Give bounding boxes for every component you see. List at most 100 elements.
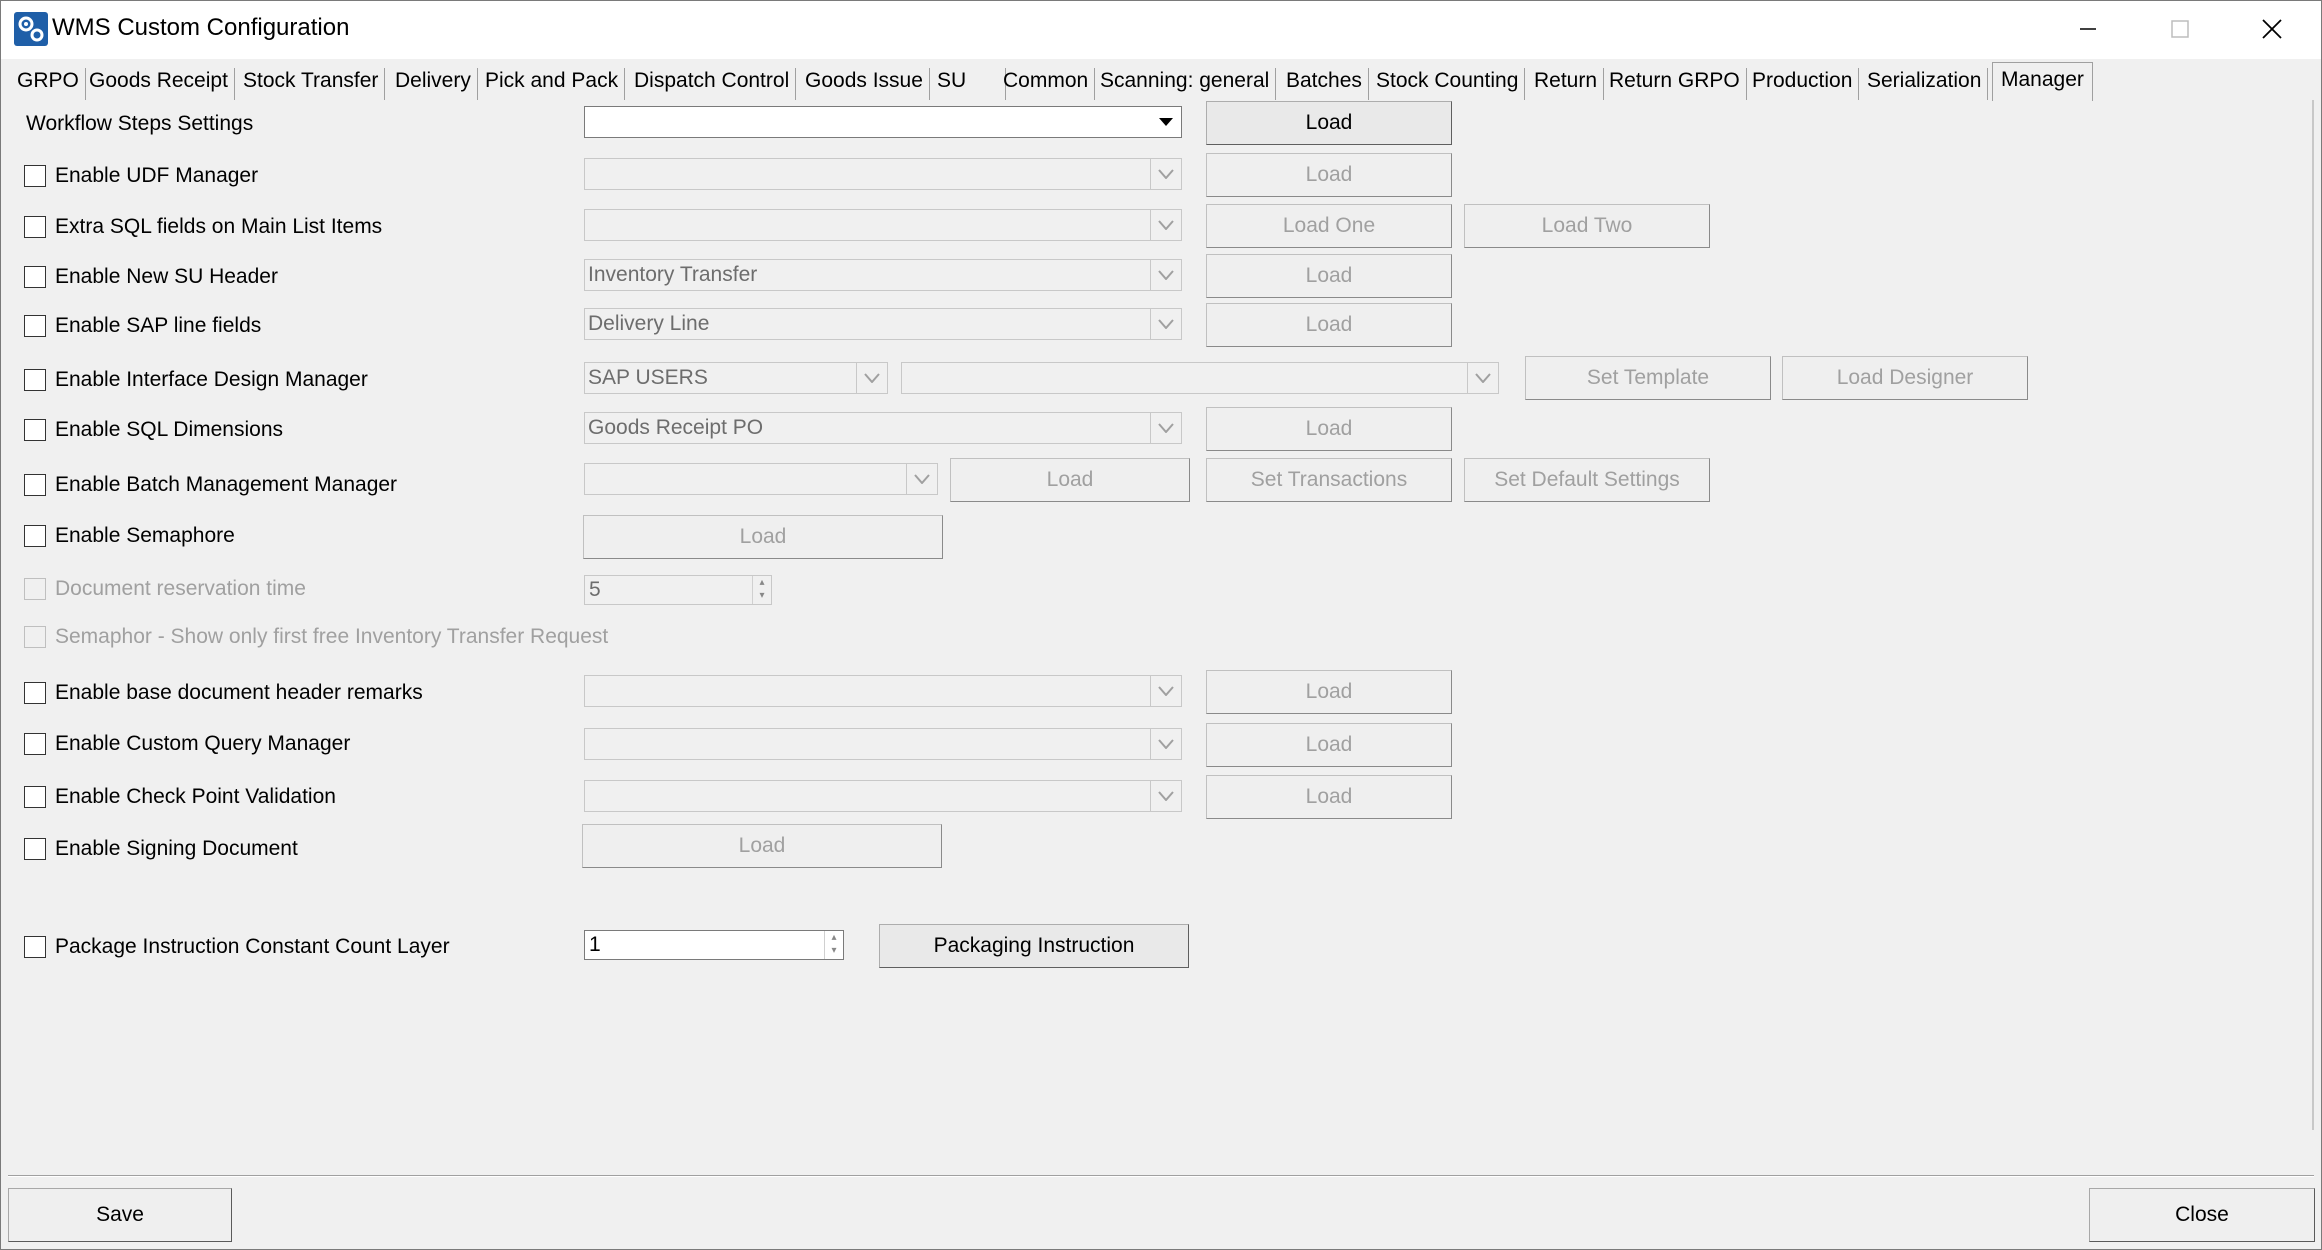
chevron-down-icon[interactable] xyxy=(1150,210,1181,240)
chevron-down-icon[interactable] xyxy=(906,464,937,494)
tab-bar: GRPO Goods Receipt Stock Transfer Delive… xyxy=(1,60,2321,101)
check-point-combo[interactable] xyxy=(584,780,1182,812)
spinner-value: 1 xyxy=(589,933,601,956)
load-two-button[interactable]: Load Two xyxy=(1464,204,1710,248)
extra-sql-checkbox[interactable] xyxy=(24,216,46,238)
semaphore-checkbox[interactable] xyxy=(24,525,46,547)
chevron-down-icon[interactable] xyxy=(1150,260,1181,290)
udf-load-button[interactable]: Load xyxy=(1206,153,1452,197)
extra-sql-combo[interactable] xyxy=(584,209,1182,241)
app-gear-icon xyxy=(14,12,48,46)
check-point-label: Enable Check Point Validation xyxy=(55,785,336,808)
set-default-settings-button[interactable]: Set Default Settings xyxy=(1464,458,1710,502)
interface-design-users-combo[interactable]: SAP USERS xyxy=(584,362,888,394)
new-su-header-checkbox[interactable] xyxy=(24,266,46,288)
check-point-load-button[interactable]: Load xyxy=(1206,775,1452,819)
batch-management-checkbox[interactable] xyxy=(24,474,46,496)
chevron-down-icon[interactable] xyxy=(1150,729,1181,759)
chevron-down-icon[interactable] xyxy=(1150,676,1181,706)
custom-query-label: Enable Custom Query Manager xyxy=(55,732,351,755)
package-instruction-checkbox[interactable] xyxy=(24,936,46,958)
tab-delivery[interactable]: Delivery xyxy=(391,68,478,100)
new-su-header-label: Enable New SU Header xyxy=(55,265,278,288)
combo-value: SAP USERS xyxy=(588,366,708,389)
tab-goods-issue[interactable]: Goods Issue xyxy=(801,68,930,100)
signing-document-label: Enable Signing Document xyxy=(55,837,298,860)
custom-query-load-button[interactable]: Load xyxy=(1206,723,1452,767)
workflow-load-button[interactable]: Load xyxy=(1206,101,1452,145)
load-one-button[interactable]: Load One xyxy=(1206,204,1452,248)
sql-dimensions-combo[interactable]: Goods Receipt PO xyxy=(584,412,1182,444)
interface-design-checkbox[interactable] xyxy=(24,369,46,391)
load-designer-button[interactable]: Load Designer xyxy=(1782,356,2028,400)
new-su-header-load-button[interactable]: Load xyxy=(1206,254,1452,298)
tab-return-grpo[interactable]: Return GRPO xyxy=(1605,68,1747,100)
sap-line-combo[interactable]: Delivery Line xyxy=(584,308,1182,340)
chevron-down-icon[interactable] xyxy=(1150,309,1181,339)
check-point-checkbox[interactable] xyxy=(24,786,46,808)
spinner-arrows-icon[interactable]: ▴▾ xyxy=(824,931,843,959)
custom-query-combo[interactable] xyxy=(584,728,1182,760)
tab-serialization[interactable]: Serialization xyxy=(1863,68,1989,100)
combo-value: Inventory Transfer xyxy=(588,263,758,286)
set-template-button[interactable]: Set Template xyxy=(1525,356,1771,400)
custom-query-checkbox[interactable] xyxy=(24,733,46,755)
close-button[interactable]: Close xyxy=(2089,1188,2315,1242)
chevron-down-icon[interactable] xyxy=(1150,159,1181,189)
tab-stock-transfer[interactable]: Stock Transfer xyxy=(239,68,386,100)
set-transactions-button[interactable]: Set Transactions xyxy=(1206,458,1452,502)
tab-common[interactable]: Common xyxy=(999,68,1096,100)
minimize-icon[interactable] xyxy=(2042,0,2134,58)
signing-document-load-button[interactable]: Load xyxy=(582,824,942,868)
interface-design-template-combo[interactable] xyxy=(901,362,1499,394)
spinner-arrows-icon[interactable]: ▴▾ xyxy=(752,576,771,604)
close-window-icon[interactable] xyxy=(2226,0,2318,58)
signing-document-checkbox[interactable] xyxy=(24,838,46,860)
spinner-value: 5 xyxy=(589,578,601,601)
package-instruction-label: Package Instruction Constant Count Layer xyxy=(55,935,450,958)
tab-batches[interactable]: Batches xyxy=(1282,68,1369,100)
base-doc-remarks-load-button[interactable]: Load xyxy=(1206,670,1452,714)
tab-scanning-general[interactable]: Scanning: general xyxy=(1096,68,1277,100)
tab-goods-receipt[interactable]: Goods Receipt xyxy=(85,68,235,100)
semaphore-label: Enable Semaphore xyxy=(55,524,235,547)
maximize-icon[interactable] xyxy=(2134,0,2226,58)
doc-reservation-checkbox[interactable] xyxy=(24,578,46,600)
tab-stock-counting[interactable]: Stock Counting xyxy=(1372,68,1526,100)
combo-value: Goods Receipt PO xyxy=(588,416,764,439)
chevron-down-icon[interactable] xyxy=(1150,413,1181,443)
chevron-down-icon[interactable] xyxy=(1467,363,1498,393)
save-button[interactable]: Save xyxy=(8,1188,232,1242)
tab-pick-and-pack[interactable]: Pick and Pack xyxy=(481,68,626,100)
chevron-down-icon[interactable] xyxy=(856,363,887,393)
base-doc-remarks-combo[interactable] xyxy=(584,675,1182,707)
sap-line-load-button[interactable]: Load xyxy=(1206,303,1452,347)
workflow-steps-combo[interactable] xyxy=(584,106,1182,138)
chevron-down-icon[interactable] xyxy=(1150,107,1181,137)
content-border xyxy=(2312,100,2314,1130)
sql-dimensions-load-button[interactable]: Load xyxy=(1206,407,1452,451)
batch-load-button[interactable]: Load xyxy=(950,458,1190,502)
new-su-header-combo[interactable]: Inventory Transfer xyxy=(584,259,1182,291)
tab-production[interactable]: Production xyxy=(1748,68,1860,100)
packaging-instruction-button[interactable]: Packaging Instruction xyxy=(879,924,1189,968)
doc-reservation-label: Document reservation time xyxy=(55,577,306,600)
tab-grpo[interactable]: GRPO xyxy=(13,68,86,100)
footer-separator xyxy=(8,1175,2314,1177)
batch-management-combo[interactable] xyxy=(584,463,938,495)
semaphor-first-free-checkbox[interactable] xyxy=(24,626,46,648)
window-title: WMS Custom Configuration xyxy=(52,14,350,41)
sql-dimensions-checkbox[interactable] xyxy=(24,419,46,441)
chevron-down-icon[interactable] xyxy=(1150,781,1181,811)
tab-return[interactable]: Return xyxy=(1530,68,1605,100)
base-doc-remarks-checkbox[interactable] xyxy=(24,682,46,704)
package-count-spinner[interactable]: 1 ▴▾ xyxy=(584,930,844,960)
sap-line-checkbox[interactable] xyxy=(24,315,46,337)
tab-manager[interactable]: Manager xyxy=(1992,62,2093,101)
semaphore-load-button[interactable]: Load xyxy=(583,515,943,559)
udf-manager-combo[interactable] xyxy=(584,158,1182,190)
udf-manager-checkbox[interactable] xyxy=(24,165,46,187)
tab-dispatch-control[interactable]: Dispatch Control xyxy=(630,68,797,100)
tab-su[interactable]: SU xyxy=(933,68,1006,100)
doc-reservation-spinner[interactable]: 5 ▴▾ xyxy=(584,575,772,605)
